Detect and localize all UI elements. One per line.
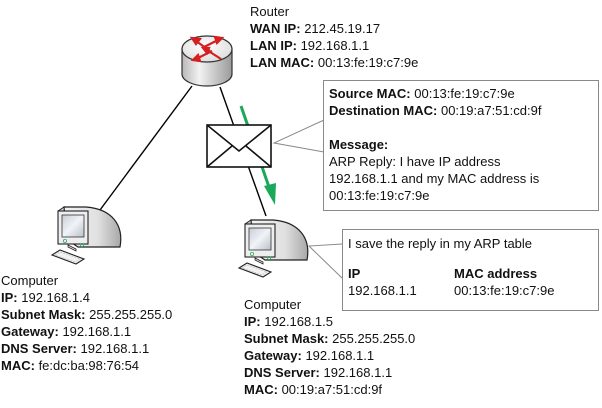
arp-table: IP MAC address 192.168.1.1 00:13:fe:19:c…: [348, 265, 598, 299]
message-line: ARP Reply: I have IP address: [329, 154, 501, 169]
computer-icon: [50, 206, 122, 265]
message-line: 00:13:fe:19:c7:9e: [329, 188, 430, 203]
packet-callout-pointer: [272, 119, 325, 153]
right-computer-dns: DNS Server: 192.168.1.1: [244, 365, 393, 380]
right-computer-ip: IP: 192.168.1.5: [244, 314, 333, 329]
link-router-left-computer: [99, 85, 193, 211]
router-wan-ip: WAN IP: 212.45.19.17: [250, 21, 381, 36]
arp-header-ip: IP: [348, 266, 361, 281]
right-computer-title: Computer: [244, 297, 302, 312]
left-computer-subnet: Subnet Mask: 255.255.255.0: [1, 307, 173, 322]
left-computer-info: Computer IP: 192.168.1.4 Subnet Mask: 25…: [1, 272, 172, 374]
router-lan-ip: LAN IP: 192.168.1.1: [250, 38, 370, 53]
router-icon: [181, 35, 233, 87]
left-computer-ip: IP: 192.168.1.4: [1, 290, 90, 305]
arp-table-callout: I save the reply in my ARP table IP MAC …: [342, 229, 599, 311]
message-line: 192.168.1.1 and my MAC address is: [329, 171, 540, 186]
envelope-icon: [206, 124, 272, 168]
packet-callout: Source MAC: 00:13:fe:19:c7:9e Destinatio…: [323, 80, 599, 211]
left-computer-title: Computer: [1, 273, 59, 288]
arp-cell-mac: 00:13:fe:19:c7:9e: [454, 283, 555, 298]
router-lan-mac: LAN MAC: 00:13:fe:19:c7:9e: [250, 55, 419, 70]
router-title: Router: [250, 4, 290, 19]
right-computer-gateway: Gateway: 192.168.1.1: [244, 348, 375, 363]
arp-callout-text: I save the reply in my ARP table: [348, 236, 533, 251]
left-computer-gateway: Gateway: 192.168.1.1: [1, 324, 132, 339]
source-mac: Source MAC: 00:13:fe:19:c7:9e: [329, 86, 515, 101]
right-computer-info: Computer IP: 192.168.1.5 Subnet Mask: 25…: [244, 296, 415, 398]
router-info: Router WAN IP: 212.45.19.17 LAN IP: 192.…: [250, 3, 418, 71]
left-computer-mac: MAC: fe:dc:ba:98:76:54: [1, 358, 140, 373]
message-label: Message:: [329, 137, 389, 152]
destination-mac: Destination MAC: 00:19:a7:51:cd:9f: [329, 103, 542, 118]
arp-callout-pointer: [307, 243, 343, 279]
right-computer-mac: MAC: 00:19:a7:51:cd:9f: [244, 382, 383, 397]
arp-cell-ip: 192.168.1.1: [348, 283, 417, 298]
arp-header-mac: MAC address: [454, 266, 538, 281]
computer-icon: [237, 219, 309, 278]
right-computer-subnet: Subnet Mask: 255.255.255.0: [244, 331, 416, 346]
left-computer-dns: DNS Server: 192.168.1.1: [1, 341, 150, 356]
